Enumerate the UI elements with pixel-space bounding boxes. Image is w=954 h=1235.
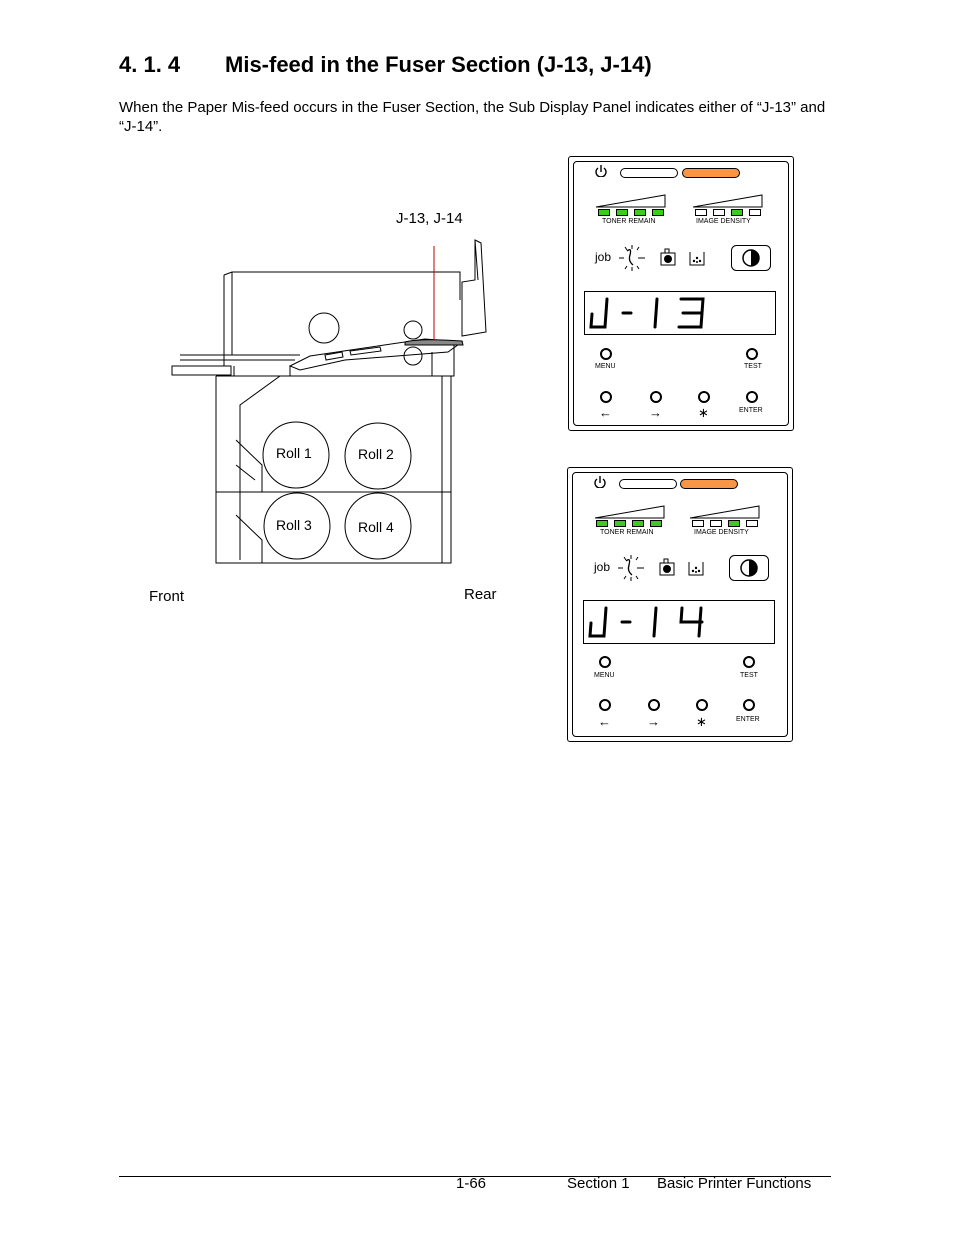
right-button[interactable] bbox=[648, 699, 660, 711]
lcd-display bbox=[583, 600, 775, 644]
ready-indicator bbox=[682, 168, 740, 178]
job-jam-icon bbox=[618, 555, 644, 581]
footer-title: Basic Printer Functions bbox=[657, 1175, 812, 1192]
left-arrow-icon: ← bbox=[599, 405, 612, 420]
power-icon bbox=[595, 165, 607, 177]
test-label: TEST bbox=[744, 363, 762, 370]
toner-led-1 bbox=[596, 520, 608, 527]
roll-1-label: Roll 1 bbox=[276, 445, 312, 461]
panel-frame bbox=[567, 467, 793, 742]
test-button[interactable] bbox=[746, 348, 758, 360]
density-led-1 bbox=[692, 520, 704, 527]
right-arrow-icon: → bbox=[647, 714, 660, 729]
front-label: Front bbox=[149, 588, 185, 605]
enter-label: ENTER bbox=[736, 716, 760, 723]
toner-waste-icon bbox=[688, 562, 704, 576]
toner-waste-icon bbox=[689, 252, 705, 266]
toner-led-3 bbox=[634, 209, 646, 216]
density-led-4 bbox=[749, 209, 761, 216]
density-led-1 bbox=[695, 209, 707, 216]
lcd-code-j13 bbox=[589, 297, 705, 329]
job-label: job bbox=[594, 560, 611, 574]
toner-led-2 bbox=[616, 209, 628, 216]
sub-display-panel-j13: TONER REMAIN IMAGE DENSITY job MENU TEST… bbox=[568, 156, 794, 431]
roll-3-label: Roll 3 bbox=[276, 517, 312, 533]
sub-display-panel-j14: TONER REMAIN IMAGE DENSITY job MENU TEST… bbox=[567, 467, 793, 742]
intro-paragraph: When the Paper Mis-feed occurs in the Fu… bbox=[119, 99, 826, 135]
toner-cartridge-icon bbox=[659, 558, 675, 576]
density-led-2 bbox=[710, 520, 722, 527]
star-icon: ∗ bbox=[698, 405, 709, 420]
menu-label: MENU bbox=[594, 672, 615, 679]
density-ramp-icon bbox=[690, 505, 760, 519]
density-led-4 bbox=[746, 520, 758, 527]
menu-button[interactable] bbox=[600, 348, 612, 360]
enter-button[interactable] bbox=[746, 391, 758, 403]
lcd-code-j14 bbox=[588, 606, 704, 638]
enter-button[interactable] bbox=[743, 699, 755, 711]
fuser-diagram bbox=[171, 239, 487, 564]
toner-cartridge-icon bbox=[660, 248, 676, 266]
toner-led-3 bbox=[632, 520, 644, 527]
image-density-label: IMAGE DENSITY bbox=[696, 218, 751, 225]
contrast-button-icon[interactable] bbox=[731, 245, 771, 271]
rear-label: Rear bbox=[464, 586, 497, 603]
test-label: TEST bbox=[740, 672, 758, 679]
left-button[interactable] bbox=[600, 391, 612, 403]
image-density-label: IMAGE DENSITY bbox=[694, 529, 749, 536]
density-ramp-icon bbox=[693, 194, 763, 208]
toner-ramp-icon bbox=[595, 505, 665, 519]
roll-4-label: Roll 4 bbox=[358, 519, 394, 535]
footer-page-number: 1-66 bbox=[456, 1175, 487, 1192]
panel-face bbox=[572, 472, 788, 737]
right-button[interactable] bbox=[650, 391, 662, 403]
roll-2-label: Roll 2 bbox=[358, 446, 394, 462]
toner-ramp-icon bbox=[596, 194, 666, 208]
ready-indicator bbox=[680, 479, 738, 489]
status-indicator bbox=[619, 479, 677, 489]
toner-led-4 bbox=[650, 520, 662, 527]
star-button[interactable] bbox=[696, 699, 708, 711]
right-arrow-icon: → bbox=[649, 405, 662, 420]
menu-button[interactable] bbox=[599, 656, 611, 668]
power-icon bbox=[594, 476, 606, 488]
section-number: 4. 1. 4 bbox=[119, 52, 181, 77]
toner-remain-label: TONER REMAIN bbox=[600, 529, 654, 536]
left-arrow-icon: ← bbox=[598, 714, 611, 729]
density-led-2 bbox=[713, 209, 725, 216]
footer-rule bbox=[119, 1176, 831, 1177]
enter-label: ENTER bbox=[739, 407, 763, 414]
contrast-button-icon[interactable] bbox=[729, 555, 769, 581]
job-label: job bbox=[595, 250, 612, 264]
panel-frame bbox=[568, 156, 794, 431]
lcd-display bbox=[584, 291, 776, 335]
section-title: Mis-feed in the Fuser Section (J-13, J-1… bbox=[225, 52, 652, 77]
density-led-3 bbox=[731, 209, 743, 216]
density-led-3 bbox=[728, 520, 740, 527]
test-button[interactable] bbox=[743, 656, 755, 668]
status-indicator bbox=[620, 168, 678, 178]
left-button[interactable] bbox=[599, 699, 611, 711]
star-icon: ∗ bbox=[696, 714, 707, 729]
panel-face bbox=[573, 161, 789, 426]
section-heading: 4. 1. 4 Mis-feed in the Fuser Section (J-… bbox=[119, 52, 652, 78]
toner-led-2 bbox=[614, 520, 626, 527]
toner-led-4 bbox=[652, 209, 664, 216]
menu-label: MENU bbox=[595, 363, 616, 370]
callout-label: J-13, J-14 bbox=[396, 210, 463, 227]
job-jam-icon bbox=[619, 245, 645, 271]
toner-remain-label: TONER REMAIN bbox=[602, 218, 656, 225]
star-button[interactable] bbox=[698, 391, 710, 403]
footer-section: Section 1 bbox=[567, 1175, 630, 1192]
toner-led-1 bbox=[598, 209, 610, 216]
